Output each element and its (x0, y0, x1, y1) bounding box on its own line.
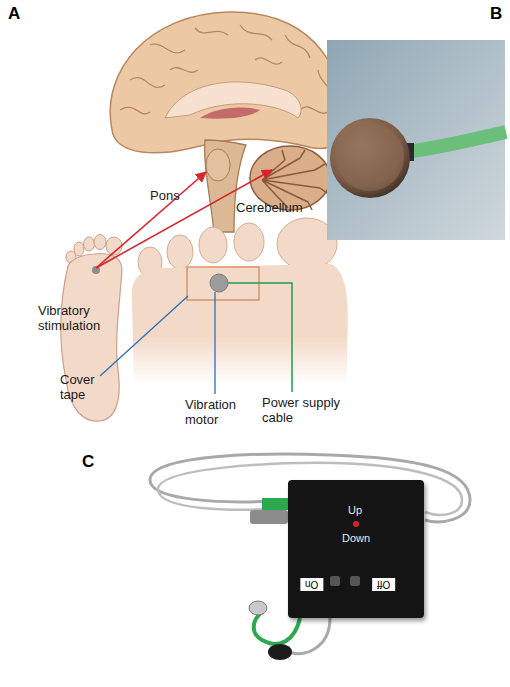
toe (84, 237, 95, 251)
cable-line (228, 283, 292, 392)
motor-photo (327, 40, 506, 240)
cable (285, 618, 330, 654)
switch (330, 576, 340, 586)
part-label: Vibratory stimulation (38, 303, 112, 333)
toe (167, 235, 193, 269)
switch-label: Off (372, 578, 395, 591)
part-label: Pons (150, 188, 180, 203)
part-label: Power supply cable (262, 395, 350, 425)
brain-illustration (110, 12, 341, 232)
part-label: Cerebellum (236, 200, 302, 215)
motor-disc-face (336, 123, 404, 191)
part-label: Vibration motor (185, 397, 243, 427)
brainstem (205, 140, 246, 232)
stimulation-arrow (96, 170, 272, 268)
leader-line (100, 296, 188, 376)
ventricle (200, 108, 260, 119)
panel-letter: B (490, 4, 502, 23)
connector (250, 510, 288, 524)
leader-line (214, 292, 215, 394)
forefoot (132, 218, 348, 392)
pons-bulge (206, 149, 230, 181)
panel-letter: A (8, 4, 20, 23)
switch-label: Down (342, 532, 370, 544)
photo-background (327, 40, 505, 240)
control-box: UpDownOn Off (288, 480, 424, 618)
toe (94, 235, 106, 250)
toe (199, 227, 227, 263)
switch-label: Up (348, 504, 362, 516)
sole (61, 254, 122, 422)
toe (74, 242, 84, 256)
connector (262, 498, 290, 510)
stimulation-arrow (96, 172, 206, 268)
switch-label: On (300, 578, 323, 591)
device-photo (150, 454, 470, 660)
vibration-motor (210, 274, 228, 292)
cerebrum (110, 12, 341, 153)
part-label: Cover tape (60, 372, 104, 402)
motor-disc (330, 118, 410, 198)
toe (234, 223, 264, 261)
corpus-callosum (165, 82, 301, 118)
forefoot-sole (132, 264, 348, 385)
cable (405, 132, 506, 152)
plug (249, 601, 267, 615)
switch (350, 576, 360, 586)
led (353, 521, 359, 527)
panel-letter: C (82, 452, 94, 471)
plug (268, 644, 292, 660)
